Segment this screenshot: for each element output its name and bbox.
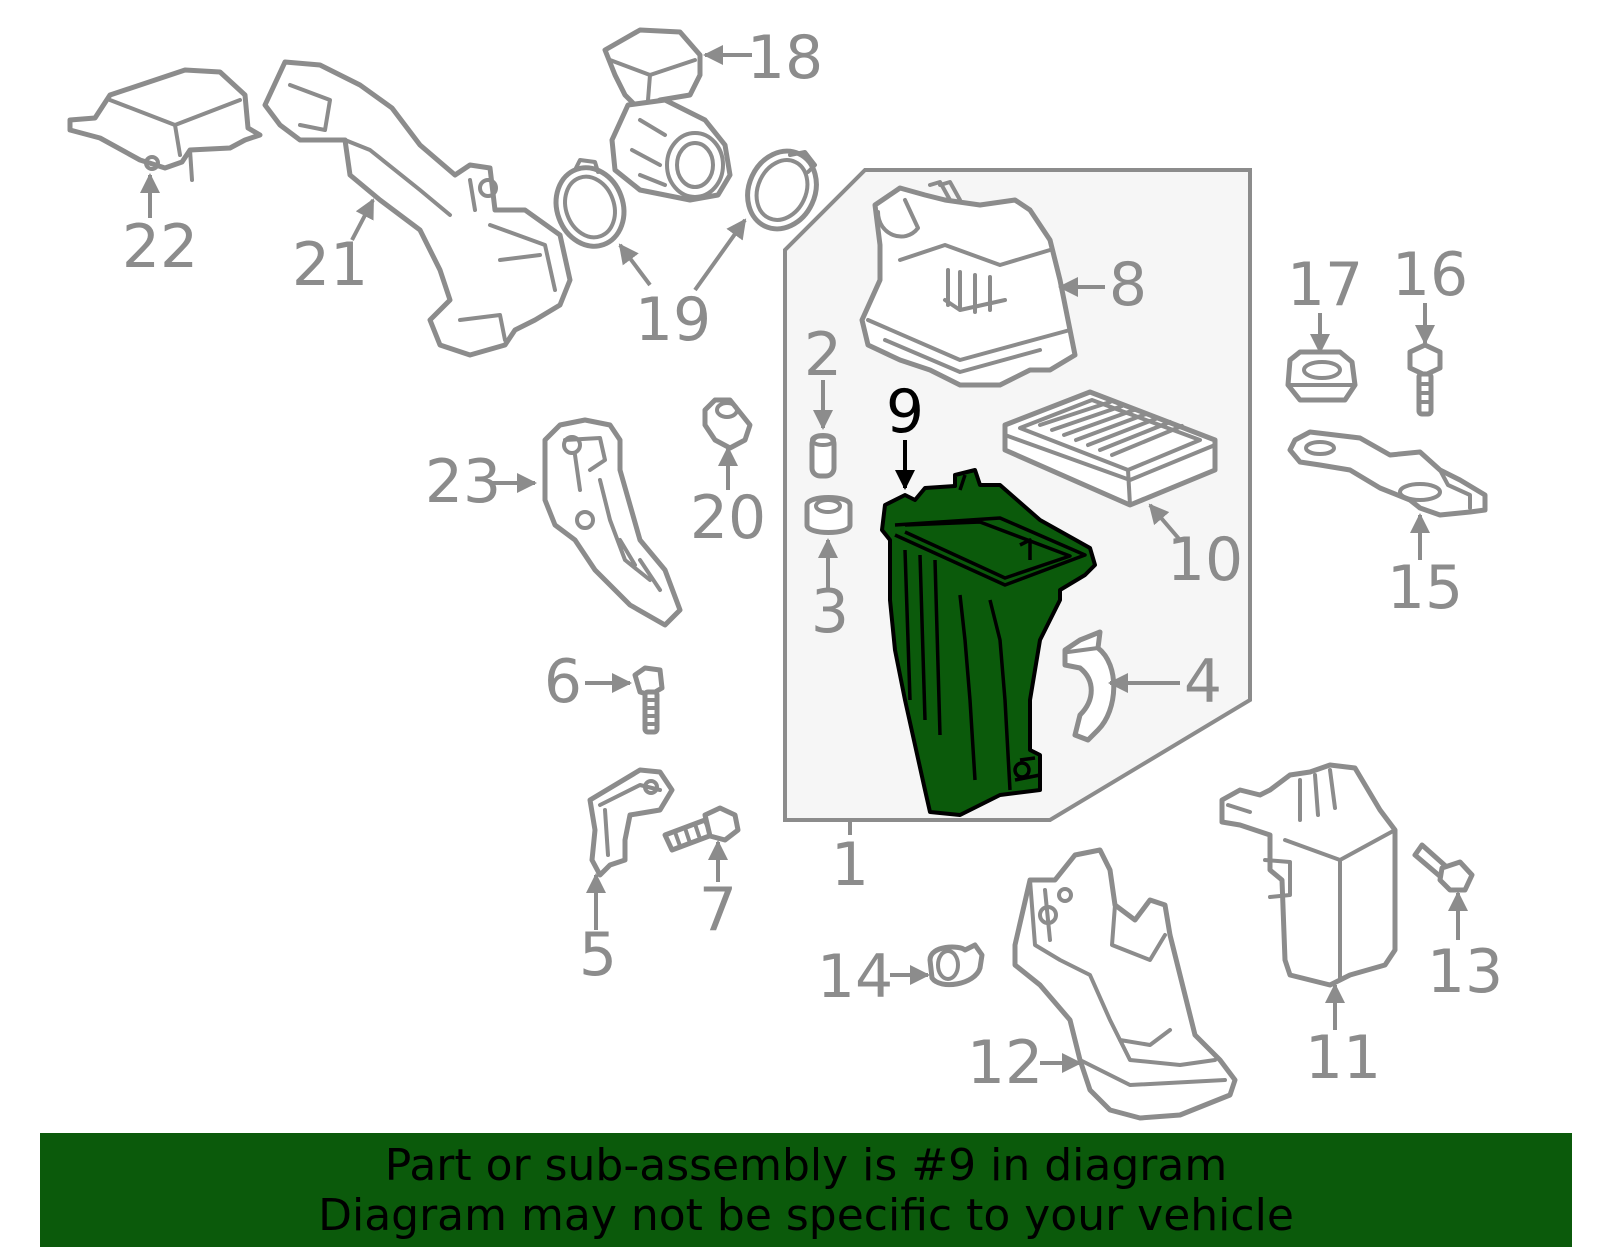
part-2-grommet[interactable] (809, 433, 837, 479)
callout-14: 14 (817, 942, 893, 1012)
part-21-resonator[interactable] (262, 59, 573, 358)
part-3-grommet[interactable] (804, 495, 853, 535)
callout-5: 5 (579, 920, 617, 990)
callout-3: 3 (811, 577, 849, 647)
part-19-clamp-left[interactable] (545, 158, 634, 256)
part-22-module[interactable] (67, 67, 263, 182)
callout-21: 21 (292, 230, 368, 300)
callout-12: 12 (967, 1028, 1043, 1098)
callout-13: 13 (1427, 937, 1503, 1007)
part-7-bolt[interactable] (662, 805, 741, 853)
callout-2: 2 (804, 320, 842, 390)
leader-lines (140, 45, 1468, 1073)
part-19-clamp-right[interactable] (735, 140, 829, 240)
callout-9: 9 (886, 377, 924, 447)
part-9-lower-case[interactable] (880, 468, 1097, 817)
part-23-bracket[interactable] (542, 417, 683, 628)
callout-1: 1 (831, 830, 869, 900)
part-10-filter[interactable] (1002, 389, 1218, 508)
part-5-bracket[interactable] (587, 767, 675, 878)
part-18-connector[interactable] (602, 27, 733, 203)
part-4-strap[interactable] (1062, 629, 1117, 743)
callout-10: 10 (1167, 525, 1243, 595)
callout-16: 16 (1392, 240, 1468, 310)
callout-18: 18 (747, 23, 823, 93)
part-14-grommet[interactable] (927, 942, 985, 988)
callout-8: 8 (1109, 250, 1147, 320)
banner-line-disclaimer: Diagram may not be specific to your vehi… (318, 1190, 1294, 1241)
callout-20: 20 (690, 483, 766, 553)
part-16-bolt[interactable] (1407, 342, 1443, 417)
callout-23: 23 (425, 447, 501, 517)
callout-4: 4 (1184, 647, 1222, 717)
part-17-clip[interactable] (1285, 349, 1358, 403)
callout-6: 6 (544, 647, 582, 717)
banner-line-part: Part or sub-assembly is #9 in diagram (384, 1140, 1228, 1191)
callout-15: 15 (1387, 553, 1463, 623)
info-banner: Part or sub-assembly is #9 in diagram Di… (40, 1133, 1572, 1247)
part-8-upper-housing[interactable] (859, 180, 1078, 388)
callout-11: 11 (1305, 1023, 1381, 1093)
callouts: 1 2 3 4 5 6 7 8 9 10 11 12 13 14 15 16 1… (122, 23, 1503, 1098)
part-13-bolt[interactable] (1412, 842, 1475, 893)
callout-7: 7 (699, 875, 737, 945)
part-20-grommet[interactable] (702, 397, 753, 451)
callout-19: 19 (635, 285, 711, 355)
callout-17: 17 (1287, 250, 1363, 320)
part-6-bolt[interactable] (632, 665, 665, 735)
part-11-resonator[interactable] (1219, 762, 1398, 988)
callout-22: 22 (122, 212, 198, 282)
part-12-duct[interactable] (1012, 847, 1238, 1121)
part-15-bracket[interactable] (1287, 429, 1488, 518)
